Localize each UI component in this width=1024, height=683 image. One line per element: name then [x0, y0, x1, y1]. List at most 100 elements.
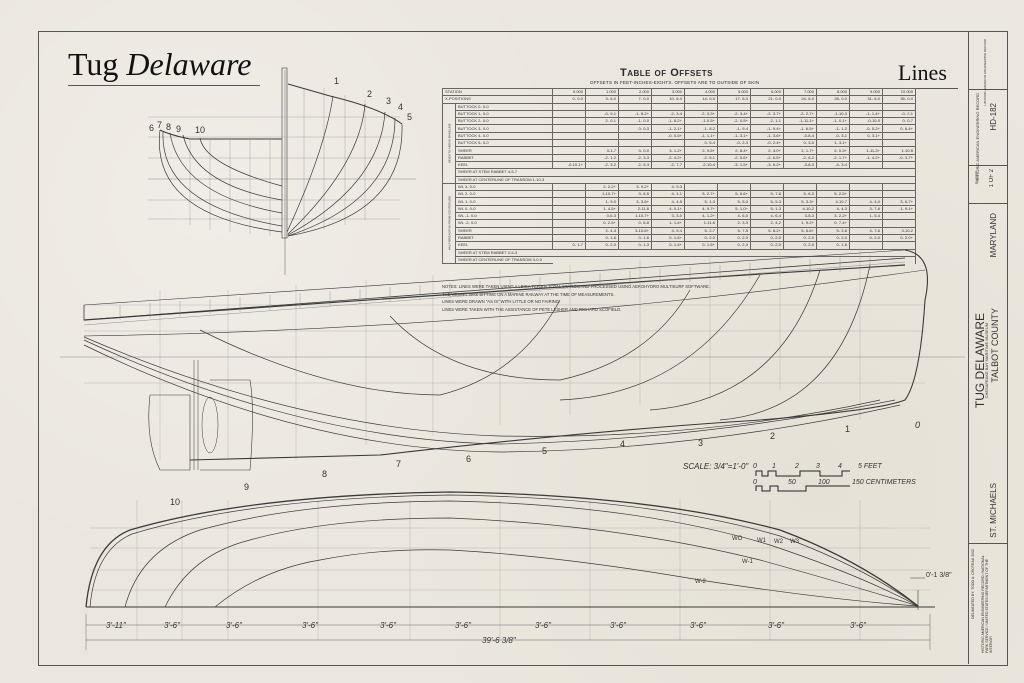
table-cell: 1- 1-4+: [651, 219, 685, 228]
table-cell: KEEL: [455, 241, 553, 250]
table-cell: SHEER AT CENTERLINE OF TRANSOM 3-0-0: [455, 255, 553, 265]
table-cell: 3- 2-2+: [816, 212, 850, 221]
program-credit: HISTORIC AMERICAN ENGINEERING RECORD / N…: [981, 555, 993, 653]
table-cell: 3- 6-0: [585, 95, 619, 104]
table-cell: 4- 7-6: [849, 226, 883, 235]
table-cell: 0- 1-3: [618, 241, 652, 250]
table-cell: 31- 6-0: [849, 95, 883, 104]
table-cell: [684, 182, 718, 192]
table-cell: WL 0- 0-0: [455, 204, 553, 214]
table-cell: 0- 1-6+: [684, 241, 718, 250]
table-cell: 2- 4-3: [585, 226, 619, 235]
table-cell: WL -2- 0-0: [455, 219, 553, 228]
table-cell: 3-1-7: [585, 146, 619, 155]
table-cell: -0- 3-7+: [882, 153, 916, 162]
table-cell: 3- 0-0: [618, 146, 652, 155]
table-cell: -2- 3-4: [651, 109, 685, 119]
table-cell: 4- 1-1: [651, 190, 685, 199]
table-cell: 0- 2-0: [717, 241, 751, 250]
table-cell: 2- 4-0+: [750, 146, 784, 155]
table-cell: 4- 6-4: [750, 212, 784, 221]
table-cell: -1- 0-1+: [816, 117, 850, 126]
table-cell: -0-8-4: [783, 131, 817, 141]
table-cell: [882, 139, 916, 148]
dimension-spacing: 3'-6": [380, 621, 396, 630]
table-cell: [585, 124, 619, 133]
table-cell: -1-0-5+: [684, 117, 718, 126]
dimension-spacing: 3'-6": [690, 621, 706, 630]
table-cell: [552, 204, 586, 214]
table-cell: KEEL: [455, 160, 553, 170]
table-cell: [552, 109, 586, 119]
table-cell: [849, 241, 883, 250]
table-cell: 0- 1-6+: [651, 233, 685, 243]
table-cell: [618, 131, 652, 141]
table-cell: 5- 2-7+: [684, 190, 718, 199]
dimension-spacing: 3'-11": [106, 621, 126, 630]
table-cell: 5- 8-2+: [750, 226, 784, 235]
table-cell: 5- 3-3+: [783, 197, 817, 206]
table-cell: [849, 102, 883, 111]
sheet-border: [38, 31, 1008, 666]
offsets-table-subtitle: OFFSETS IN FEET-INCHES-EIGHTS. OFFSETS A…: [590, 80, 760, 85]
table-cell: 4- 4-0: [849, 197, 883, 206]
table-cell: -2- 6-5+: [750, 153, 784, 162]
table-row: BUTTOCK 1- 0-0-0- 9-1-1- 8-2+-2- 3-4-2- …: [443, 109, 916, 119]
table-cell: 0- 0-3: [618, 124, 652, 133]
table-cell: 5- 1-3: [684, 197, 718, 206]
table-cell: 0- 3-0: [783, 139, 817, 148]
table-cell: 0- 2-0: [816, 233, 850, 243]
table-cell: [552, 175, 916, 184]
table-cell: -0- 5-2+: [849, 124, 883, 133]
city-name: ST. MICHAELS: [989, 483, 998, 538]
table-cell: 0- 2-0: [750, 241, 784, 250]
title-block: HISTORIC AMERICAN ENGINEERING RECORD HIS…: [968, 31, 1007, 664]
table-cell: 24- 6-0: [783, 95, 817, 104]
table-cell: 2- 1-7+: [783, 146, 817, 155]
table-cell: 3- 3-0: [651, 212, 685, 221]
table-cell: -1- 1-1+: [684, 131, 718, 141]
table-cell: 0.000: [552, 87, 586, 97]
table-cell: 4- 1-2+: [684, 212, 718, 221]
title-plain: Tug: [68, 46, 127, 82]
table-cell: -2- 0-5+: [717, 117, 751, 126]
table-cell: -4- 3-4: [816, 160, 850, 170]
sheet-number: 1 OF 2: [989, 169, 995, 188]
table-cell: 3- 9-2+: [618, 182, 652, 192]
table-row: BUTTOCK 4- 0-0-0- 0-5+-1- 1-1+-1- 3-1+-1…: [443, 131, 916, 141]
table-cell: 5- 2-5+: [816, 190, 850, 199]
table-cell: 3-8-3: [783, 212, 817, 221]
table-cell: 14- 0-0: [684, 95, 718, 104]
table-cell: -0- 9-1: [585, 109, 619, 119]
table-cell: [750, 182, 784, 192]
title-underline: [68, 85, 260, 86]
table-cell: 3- 3-6+: [618, 197, 652, 206]
table-cell: 0- 2-0+: [882, 233, 916, 243]
table-cell: [651, 139, 685, 148]
record-number: HD-182: [989, 103, 998, 131]
table-cell: 0- 2-0: [849, 233, 883, 243]
table-cell: -2- 3-7+: [750, 109, 784, 119]
table-cell: 0- 1-6: [618, 233, 652, 243]
table-cell: 1- 9-0: [585, 197, 619, 206]
table-cell: -0- 3-1: [816, 131, 850, 141]
table-cell: 28- 0-0: [816, 95, 850, 104]
table-cell: [618, 102, 652, 111]
dimension-overall: 39'-6 3/8": [482, 636, 516, 645]
table-cell: [552, 117, 586, 126]
table-cell: 5- 6-6+: [717, 190, 751, 199]
table-cell: 6.000: [750, 87, 784, 97]
table-cell: [717, 182, 751, 192]
table-cell: [552, 255, 916, 264]
table-cell: -1- 9-4: [717, 124, 751, 133]
table-cell: 2- 0-3+: [816, 146, 850, 155]
table-cell: 0- 1-6: [816, 241, 850, 250]
table-cell: 0- 1-6: [585, 233, 619, 243]
table-cell: -1- 3-1+: [717, 131, 751, 141]
